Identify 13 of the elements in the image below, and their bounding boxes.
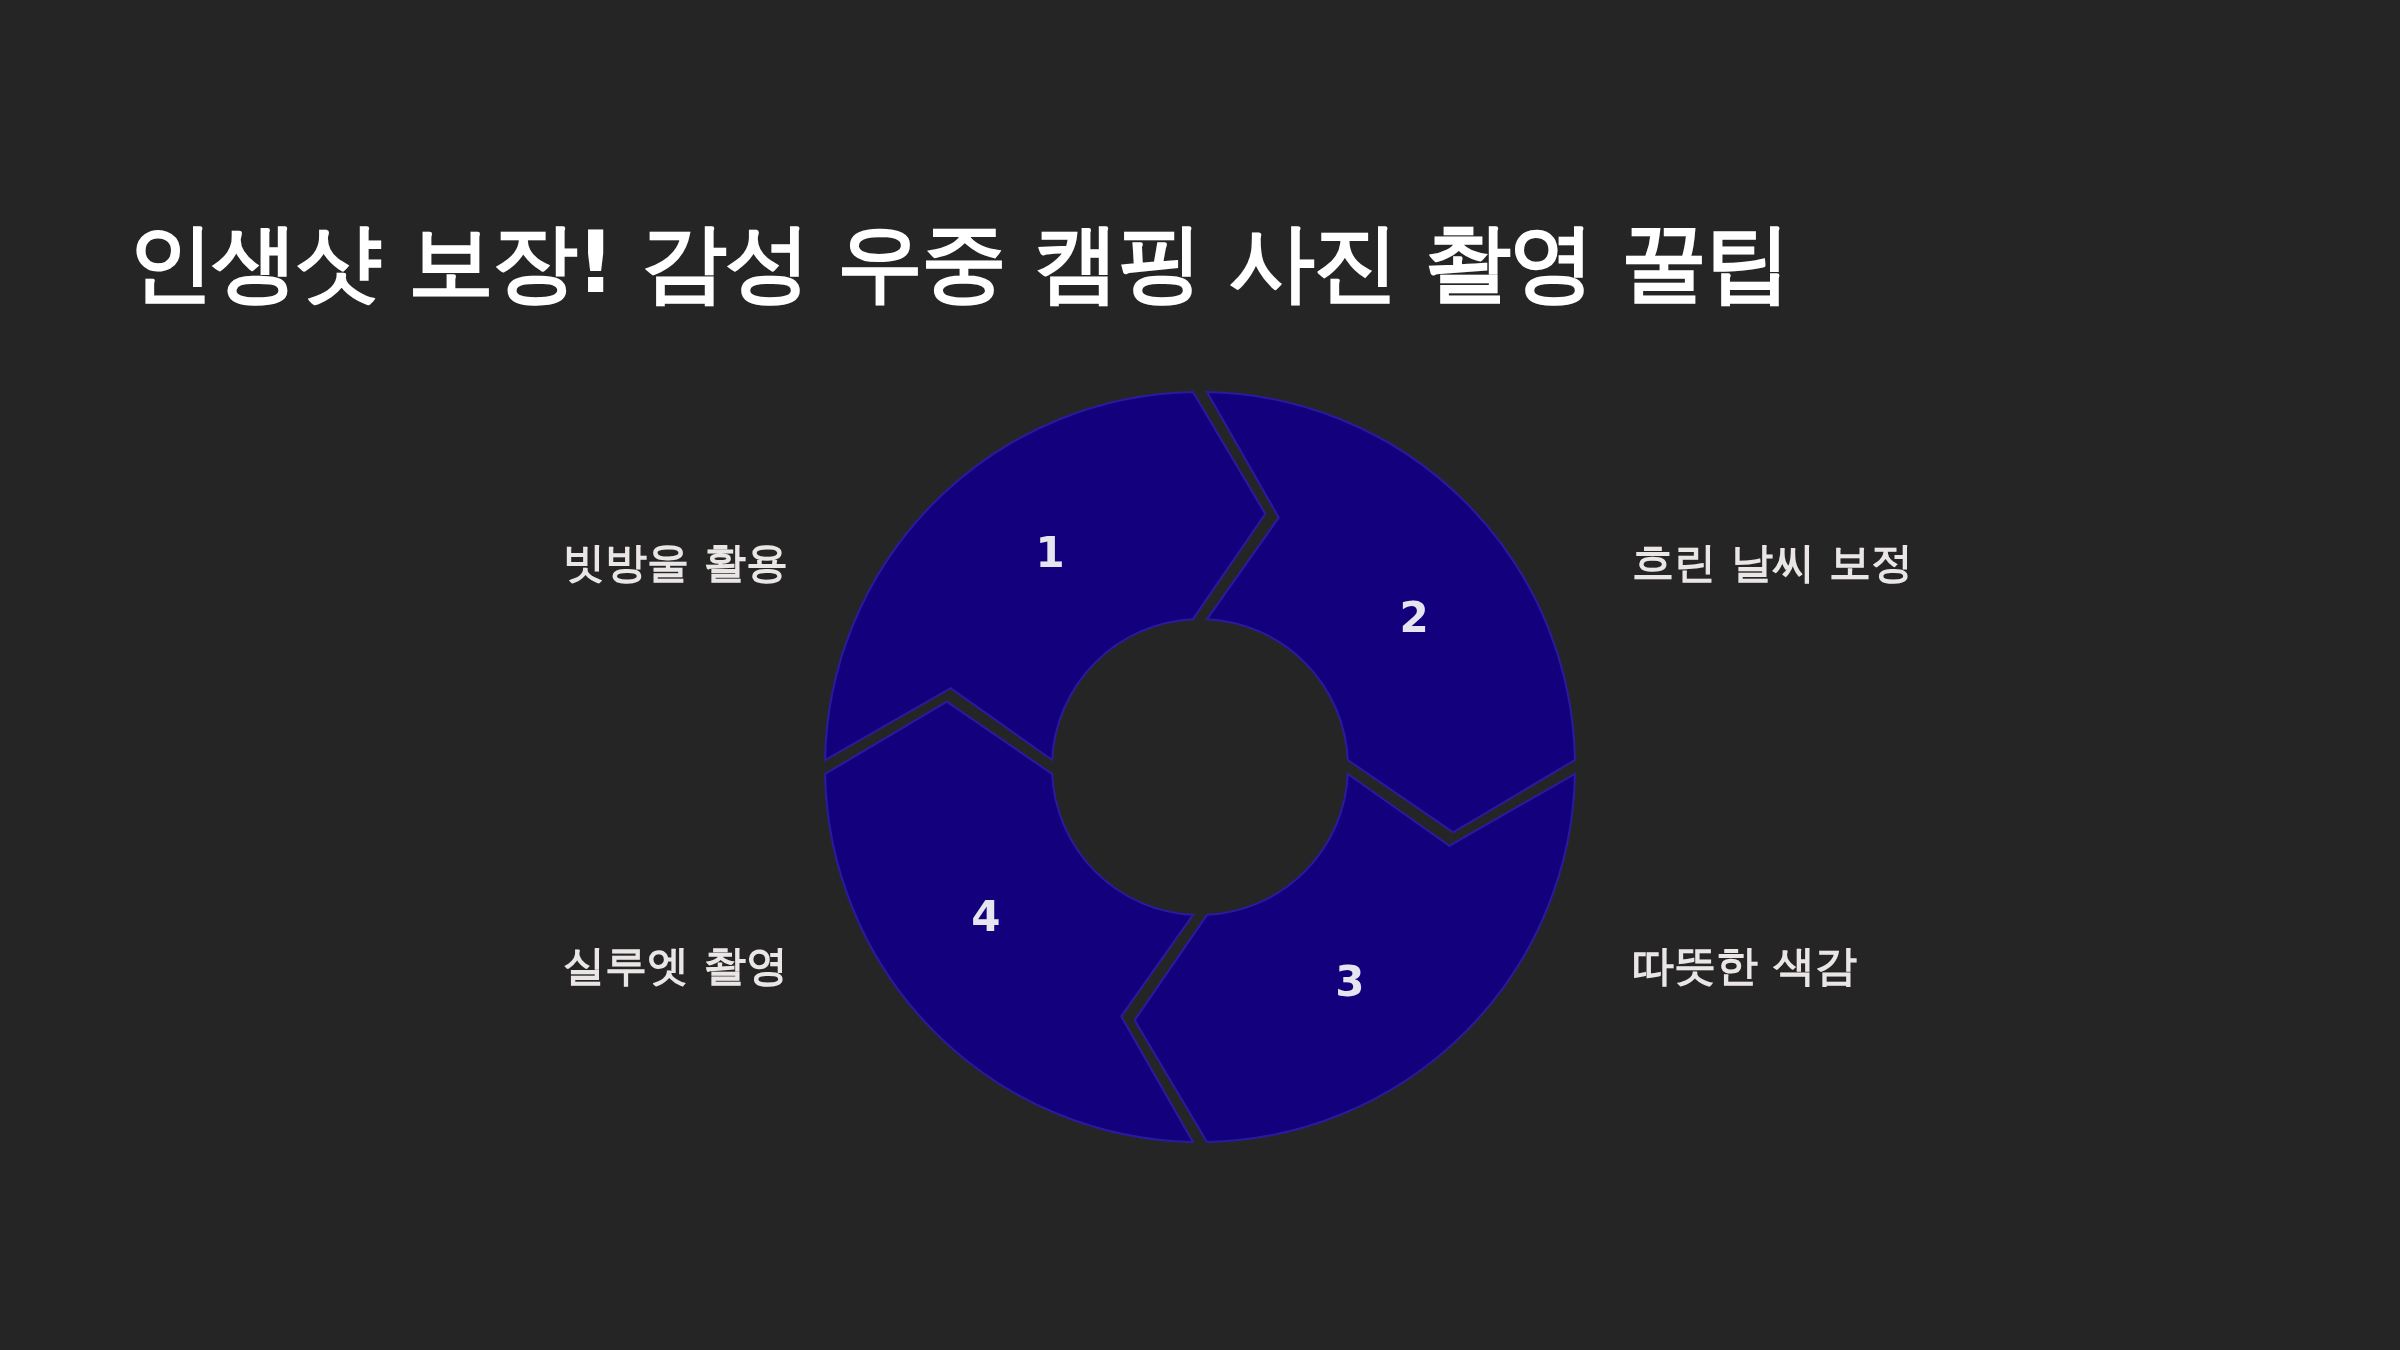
ring-segment — [824, 700, 1194, 1143]
ring-segment — [1133, 773, 1576, 1143]
title: 인생샷 보장! 감성 우중 캠핑 사진 촬영 꿀팁 — [128, 211, 1789, 314]
step-label: 흐린 날씨 보정 — [1632, 537, 1914, 589]
step-number: 4 — [971, 892, 1001, 942]
ring-segment — [1206, 391, 1576, 834]
step-label: 빗방울 활용 — [563, 537, 788, 589]
step-number: 2 — [1399, 592, 1429, 642]
ring-segment — [824, 391, 1267, 761]
step-label: 따뜻한 색감 — [1632, 940, 1857, 992]
step-label: 실루엣 촬영 — [563, 940, 788, 992]
step-number: 3 — [1335, 956, 1365, 1006]
step-number: 1 — [1035, 528, 1065, 578]
